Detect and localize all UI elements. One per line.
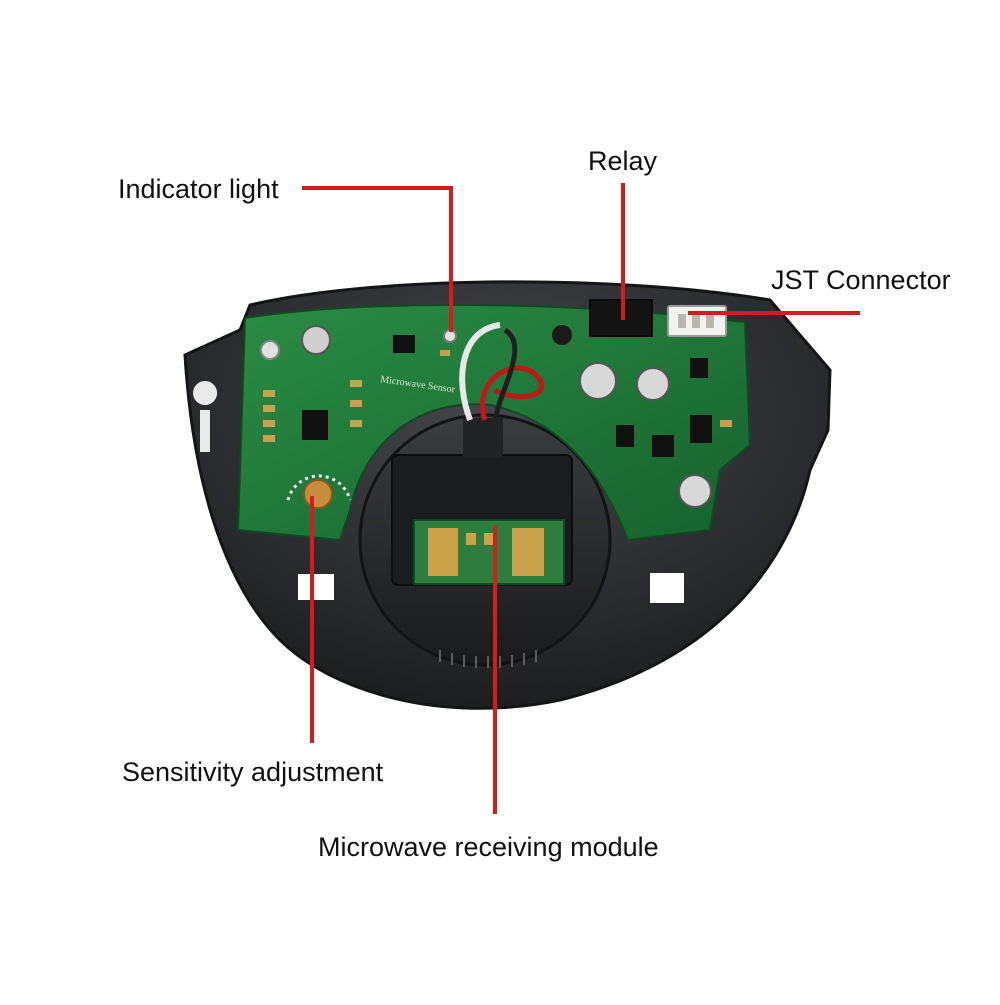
leader-indicator xyxy=(302,186,453,332)
module-traces xyxy=(428,528,544,576)
wire-black xyxy=(492,327,518,421)
cable-connector xyxy=(463,418,503,458)
label-relay: Relay xyxy=(588,146,658,176)
pcb-components xyxy=(260,325,732,508)
label-sensitivity-adjustment: Sensitivity adjustment xyxy=(122,757,384,787)
keyhole-slot xyxy=(193,381,218,452)
mount-hole-right xyxy=(650,573,684,603)
dome-knurl xyxy=(439,650,537,668)
pcb-board xyxy=(236,303,752,542)
wire-white xyxy=(459,322,501,422)
label-microwave-receiving-module: Microwave receiving module xyxy=(318,832,659,862)
sensitivity-potentiometer xyxy=(303,479,333,509)
mount-hole-left xyxy=(298,574,334,600)
label-jst-connector: JST Connector xyxy=(771,265,951,295)
leader-lines xyxy=(302,183,860,814)
jst-pins xyxy=(678,314,714,328)
wire-red xyxy=(479,365,545,421)
pot-dial-arc xyxy=(286,474,352,501)
label-indicator-light: Indicator light xyxy=(118,174,279,204)
